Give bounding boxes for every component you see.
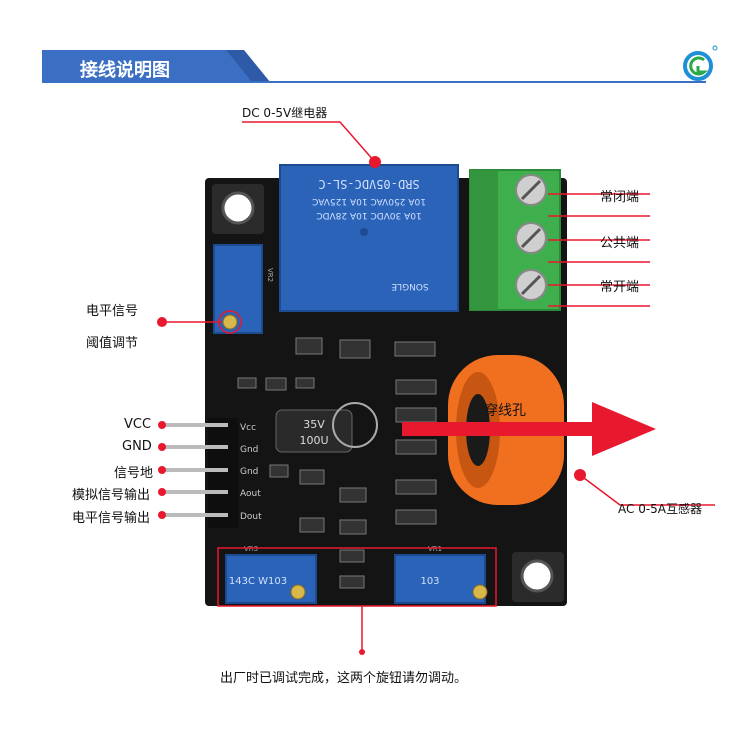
pin-dout-label: 电平信号输出 xyxy=(72,511,151,526)
pin-aout-label: 模拟信号输出 xyxy=(72,488,151,503)
level-adjust-label-line2: 阈值调节 xyxy=(86,336,139,351)
relay-print-brand: SONGLE xyxy=(391,281,429,291)
no-label: 常开端 xyxy=(600,280,640,295)
relay-module: SRD-05VDC-SL-C 10A 250VAC 10A 125VAC 10A… xyxy=(279,164,459,312)
silk-vcc: Vcc xyxy=(240,423,256,433)
silk-dout: Dout xyxy=(240,512,262,522)
callout-dots xyxy=(157,156,586,655)
vr3-silk: VR3 xyxy=(244,545,258,553)
ct-label: AC 0-5A互感器 xyxy=(618,502,703,516)
cap-voltage: 35V xyxy=(303,418,325,431)
relay-print-ac: 10A 250VAC 10A 125VAC xyxy=(312,196,426,206)
nc-label: 常闭端 xyxy=(600,190,640,205)
wire-arrow-icon xyxy=(402,402,656,456)
pot-vr1: 103 VR1 xyxy=(394,545,488,604)
com-label: 公共端 xyxy=(600,236,640,251)
smd-components xyxy=(237,337,437,589)
vr2-silk: VR2 xyxy=(266,268,274,282)
pot-vr2: VR2 xyxy=(213,244,274,334)
terminal-block xyxy=(469,169,561,311)
pot-vr3: 143C W103 VR3 xyxy=(225,545,317,604)
pin-gnd-label: GND xyxy=(122,439,152,454)
silk-aout: Aout xyxy=(240,489,261,499)
pin-signal-gnd-label: 信号地 xyxy=(114,466,154,481)
cap-value: 100U xyxy=(299,434,328,447)
capacitor: 35V 100U xyxy=(275,402,378,453)
silk-gnd1: Gnd xyxy=(240,445,258,455)
pot-left-print: 143C W103 xyxy=(229,576,287,587)
relay-print-model: SRD-05VDC-SL-C xyxy=(318,177,419,191)
level-adjust-label-line1: 电平信号 xyxy=(86,304,139,319)
footer-note: 出厂时已调试完成，这两个旋钮请勿调动。 xyxy=(220,671,468,686)
relay-label: DC 0-5V继电器 xyxy=(242,106,328,120)
callout-lines xyxy=(162,121,715,652)
brand-logo xyxy=(683,45,718,81)
hole-label: 穿线孔 xyxy=(484,403,526,419)
pin-vcc-label: VCC xyxy=(124,417,152,432)
silk-gnd2: Gnd xyxy=(240,467,258,477)
pin-header: Vcc Gnd Gnd Aout Dout xyxy=(165,418,262,528)
pot-right-print: 103 xyxy=(420,576,439,587)
header-band xyxy=(42,50,706,83)
relay-print-dc: 10A 30VDC 10A 28VDC xyxy=(316,210,421,220)
page-title: 接线说明图 xyxy=(80,60,170,81)
vr1-silk: VR1 xyxy=(428,545,442,553)
